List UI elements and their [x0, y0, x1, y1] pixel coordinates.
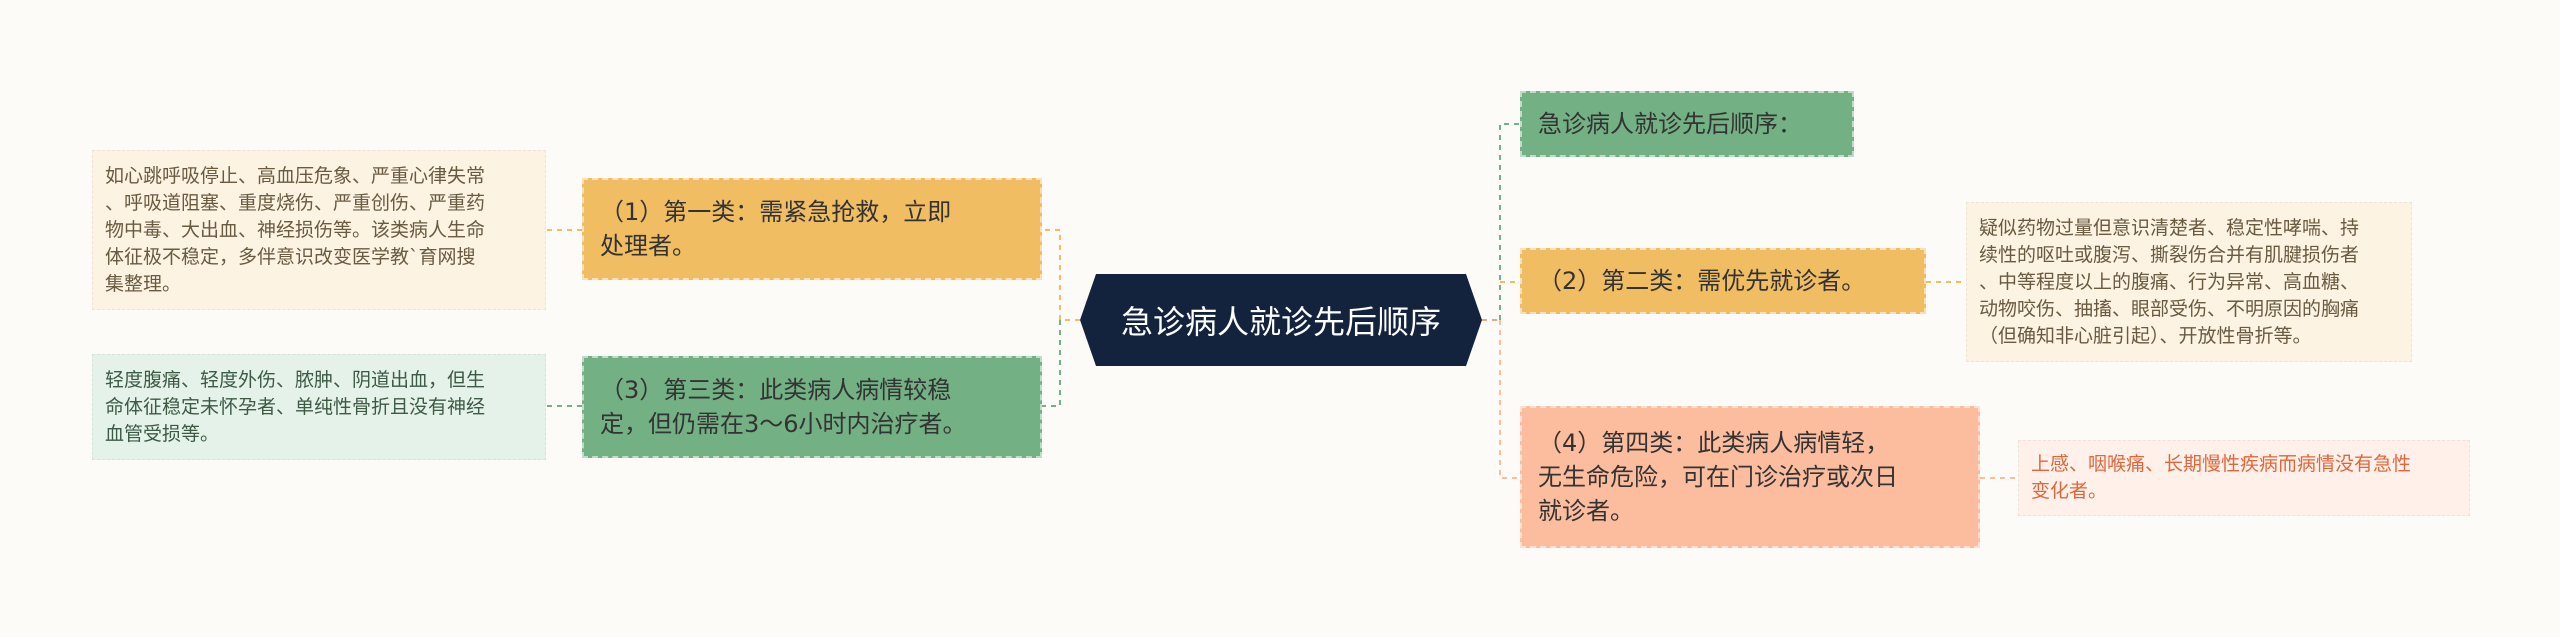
root-node[interactable]: 急诊病人就诊先后顺序	[1080, 274, 1482, 366]
link-right-fourth	[1499, 320, 1520, 479]
branch-intro[interactable]: 急诊病人就诊先后顺序：	[1520, 91, 1854, 157]
branch-second[interactable]: （2）第二类：需优先就诊者。	[1520, 248, 1926, 314]
detail-third: 轻度腹痛、轻度外伤、脓肿、阴道出血，但生 命体征稳定未怀孕者、单纯性骨折且没有神…	[92, 354, 546, 460]
link-left-first	[1042, 229, 1061, 320]
detail-first: 如心跳呼吸停止、高血压危象、严重心律失常 、呼吸道阻塞、重度烧伤、严重创伤、严重…	[92, 150, 546, 310]
branch-third[interactable]: （3）第三类：此类病人病情较稳 定，但仍需在3～6小时内治疗者。	[582, 356, 1042, 458]
link-right-intro	[1499, 123, 1520, 320]
detail-second: 疑似药物过量但意识清楚者、稳定性哮喘、持 续性的呕吐或腹泻、撕裂伤合并有肌腱损伤…	[1966, 202, 2412, 362]
detail-fourth: 上感、咽喉痛、长期慢性疾病而病情没有急性 变化者。	[2018, 440, 2470, 516]
branch-first[interactable]: （1）第一类：需紧急抢救，立即 处理者。	[582, 178, 1042, 280]
link-left-third	[1042, 320, 1061, 407]
branch-fourth[interactable]: （4）第四类：此类病人病情轻， 无生命危险，可在门诊治疗或次日 就诊者。	[1520, 406, 1980, 548]
